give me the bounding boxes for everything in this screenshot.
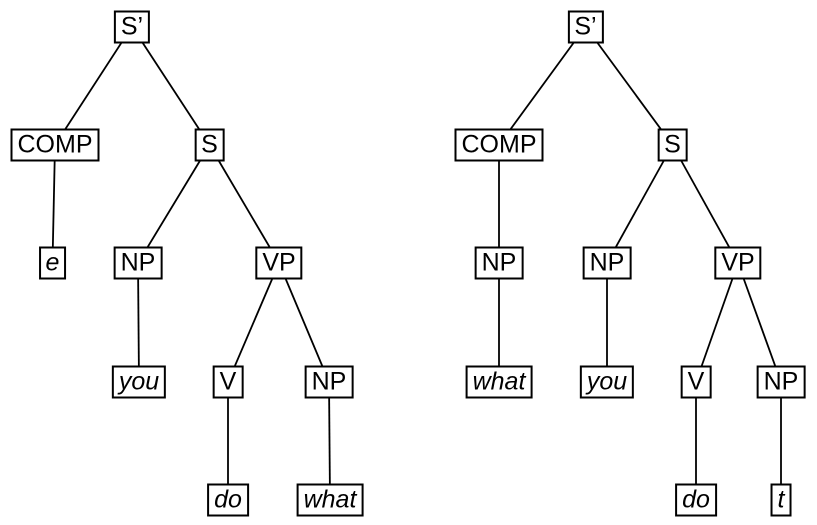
tree-node-right-what: what: [465, 365, 533, 399]
tree-node-left-vp: VP: [255, 246, 303, 280]
tree-edge-left-vp-np2: [278, 262, 330, 383]
tree-node-left-v: V: [212, 365, 244, 399]
tree-edge-right-sbar-comp: [498, 25, 587, 146]
tree-edge-right-vp-v: [695, 262, 739, 383]
tree-edge-left-np1-you: [137, 262, 140, 383]
tree-node-right-you: you: [579, 365, 635, 399]
tree-edge-left-s-vp: [208, 144, 280, 264]
tree-node-left-what: what: [296, 483, 364, 516]
tree-edge-right-s-vp: [671, 144, 739, 264]
tree-node-left-comp: COMP: [10, 128, 100, 162]
tree-node-right-t: t: [770, 483, 792, 516]
tree-edge-right-s-np2: [606, 144, 674, 264]
tree-node-left-e: e: [38, 246, 67, 280]
tree-edge-left-s-np1: [137, 144, 211, 264]
tree-node-left-you: you: [111, 365, 167, 399]
tree-edge-left-vp-v: [227, 262, 280, 383]
tree-edge-left-sbar-s: [131, 26, 211, 146]
tree-edge-right-vp-np3: [737, 262, 782, 383]
tree-node-left-np2: NP: [304, 365, 354, 399]
tree-node-right-np2: NP: [582, 246, 632, 280]
tree-node-left-np1: NP: [113, 246, 163, 280]
tree-node-right-v: V: [680, 365, 712, 399]
tree-node-right-s: S: [657, 128, 688, 162]
tree-node-right-do: do: [675, 483, 717, 516]
tree-edge-left-np2-what: [328, 381, 331, 500]
tree-node-left-sbar: S’: [113, 10, 151, 43]
tree-edge-right-sbar-s: [584, 25, 674, 146]
tree-node-left-s: S: [194, 128, 225, 162]
tree-node-left-do: do: [207, 483, 249, 516]
tree-edge-left-comp-e: [51, 144, 56, 264]
tree-node-right-comp: COMP: [454, 128, 544, 162]
tree-node-right-np3: NP: [756, 365, 806, 399]
tree-node-right-np1: NP: [474, 246, 524, 280]
tree-edge-left-sbar-comp: [54, 26, 133, 146]
tree-node-right-vp: VP: [714, 246, 762, 280]
tree-node-right-sbar: S’: [567, 10, 604, 43]
